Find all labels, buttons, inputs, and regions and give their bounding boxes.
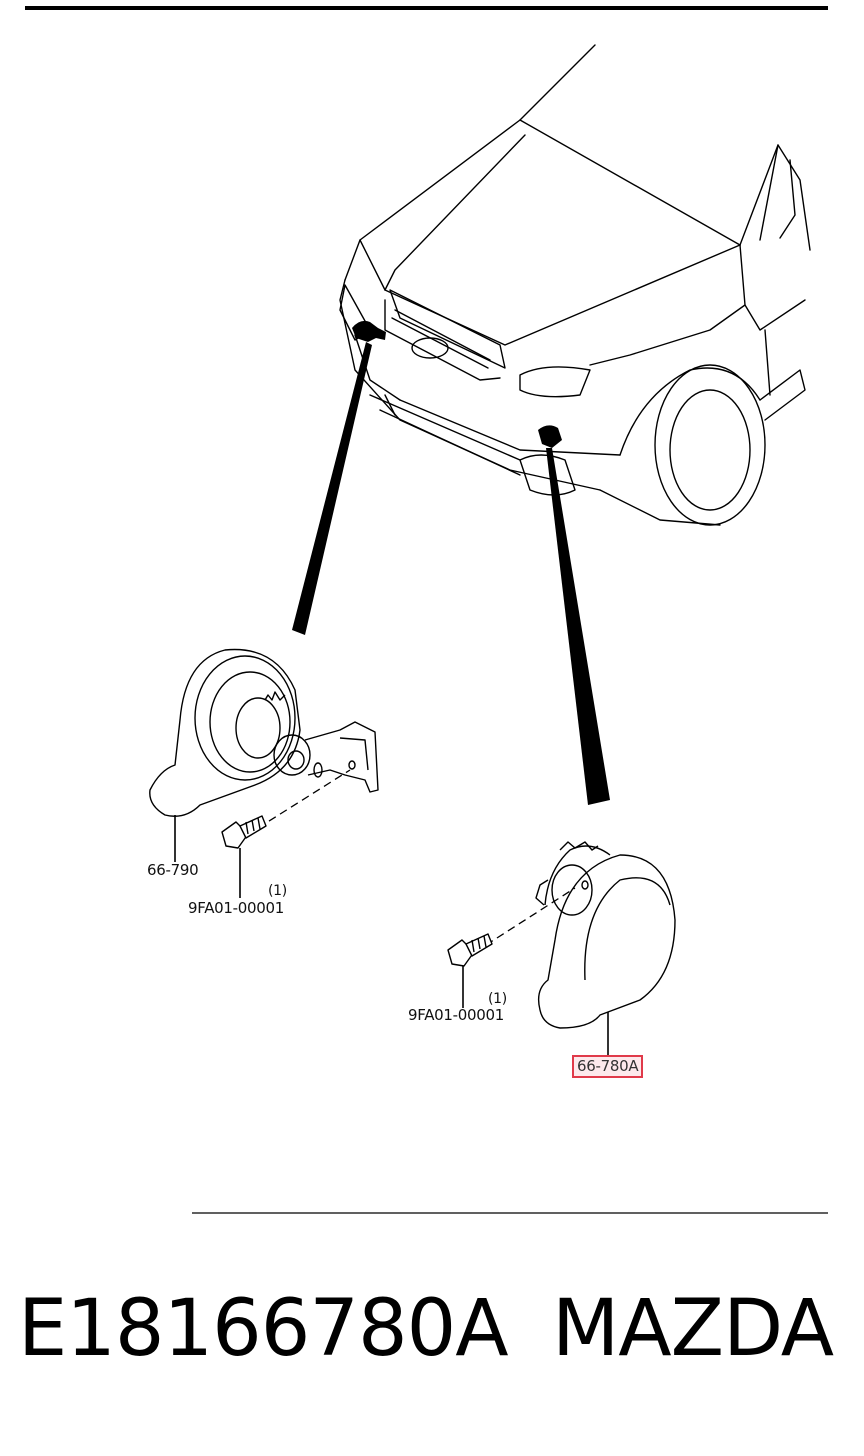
callout-66-780a-highlighted[interactable]: 66-780A (572, 1055, 644, 1078)
callout-bolt-right[interactable]: 9FA01-00001 (408, 1006, 504, 1024)
horn-66-780a-illustration (535, 841, 676, 1029)
vehicle-front-illustration (339, 44, 811, 526)
footer-part-number: E18166780A (18, 1284, 509, 1374)
horn-66-790-illustration (149, 648, 379, 817)
bolt-left-illustration (221, 815, 267, 849)
callout-66-790[interactable]: 66-790 (147, 861, 199, 879)
pointer-to-right-horn (546, 448, 610, 805)
horn-location-left-marker (352, 320, 386, 342)
callout-bolt-left-qty: (1) (268, 883, 287, 899)
parts-diagram (25, 6, 828, 1214)
callout-bolt-right-qty: (1) (488, 991, 507, 1007)
callout-bolt-left[interactable]: 9FA01-00001 (188, 899, 284, 917)
pointer-to-left-horn (292, 342, 372, 635)
bolt-right-illustration (447, 933, 493, 967)
footer: E18166780A MAZDA (0, 1290, 864, 1400)
bolt-right-dashed-line (485, 887, 576, 946)
footer-brand: MAZDA (552, 1284, 834, 1374)
horn-location-right-marker (538, 425, 562, 448)
bolt-left-dashed-line (257, 769, 351, 829)
